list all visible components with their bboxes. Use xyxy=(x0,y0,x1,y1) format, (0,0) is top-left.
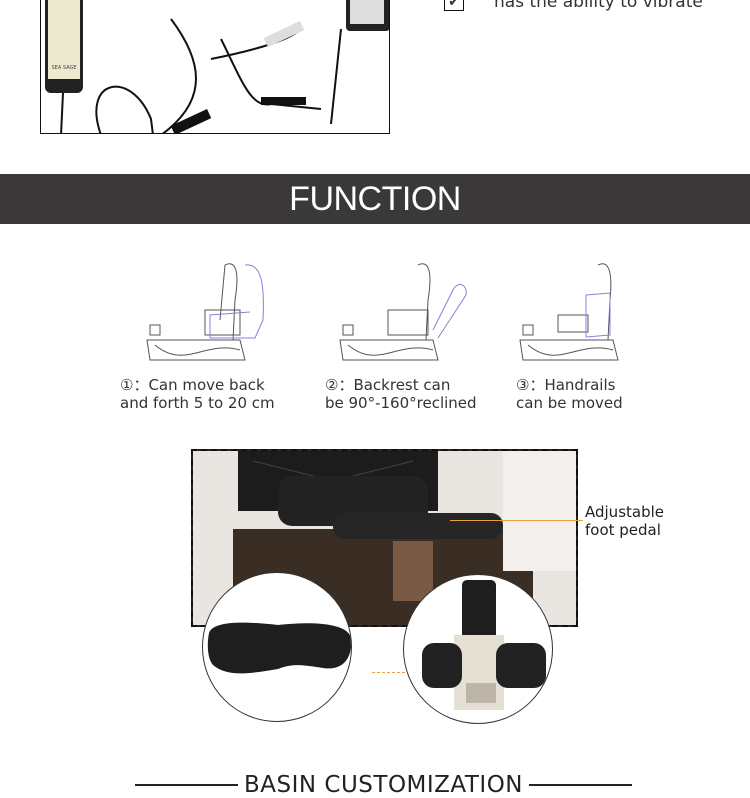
pedal-cushion-closeup xyxy=(202,572,352,722)
divider xyxy=(529,784,632,786)
basin-customization-heading: BASIN CUSTOMIZATION xyxy=(135,772,632,798)
pedal-label: Adjustable foot pedal xyxy=(585,503,664,539)
feature-text: has the ability to vibrate xyxy=(494,0,703,12)
function-caption-3: ③：Handrails can be moved xyxy=(516,376,623,412)
function-caption-1: ①：Can move back and forth 5 to 20 cm xyxy=(120,376,275,412)
remote-logo: SEA SAGE xyxy=(52,65,77,71)
divider xyxy=(135,784,238,786)
chair-diagram-slide xyxy=(146,263,264,361)
function-caption-2: ②：Backrest can be 90°-160°reclined xyxy=(325,376,477,412)
arrow-icon xyxy=(372,672,430,673)
section-title: FUNCTION xyxy=(289,179,461,218)
checkbox-checked-icon: ✔ xyxy=(444,0,464,11)
chair-diagram-recline xyxy=(339,263,467,361)
pedal-mechanism-closeup xyxy=(403,574,553,724)
chair-diagram-handrail xyxy=(519,263,619,361)
feature-item: ✔ has the ability to vibrate xyxy=(444,0,703,12)
section-title: BASIN CUSTOMIZATION xyxy=(243,772,524,798)
pedal-leader-line xyxy=(450,520,583,521)
function-banner: FUNCTION xyxy=(0,174,750,224)
remote-control-photo: SEA SAGE xyxy=(40,0,390,134)
